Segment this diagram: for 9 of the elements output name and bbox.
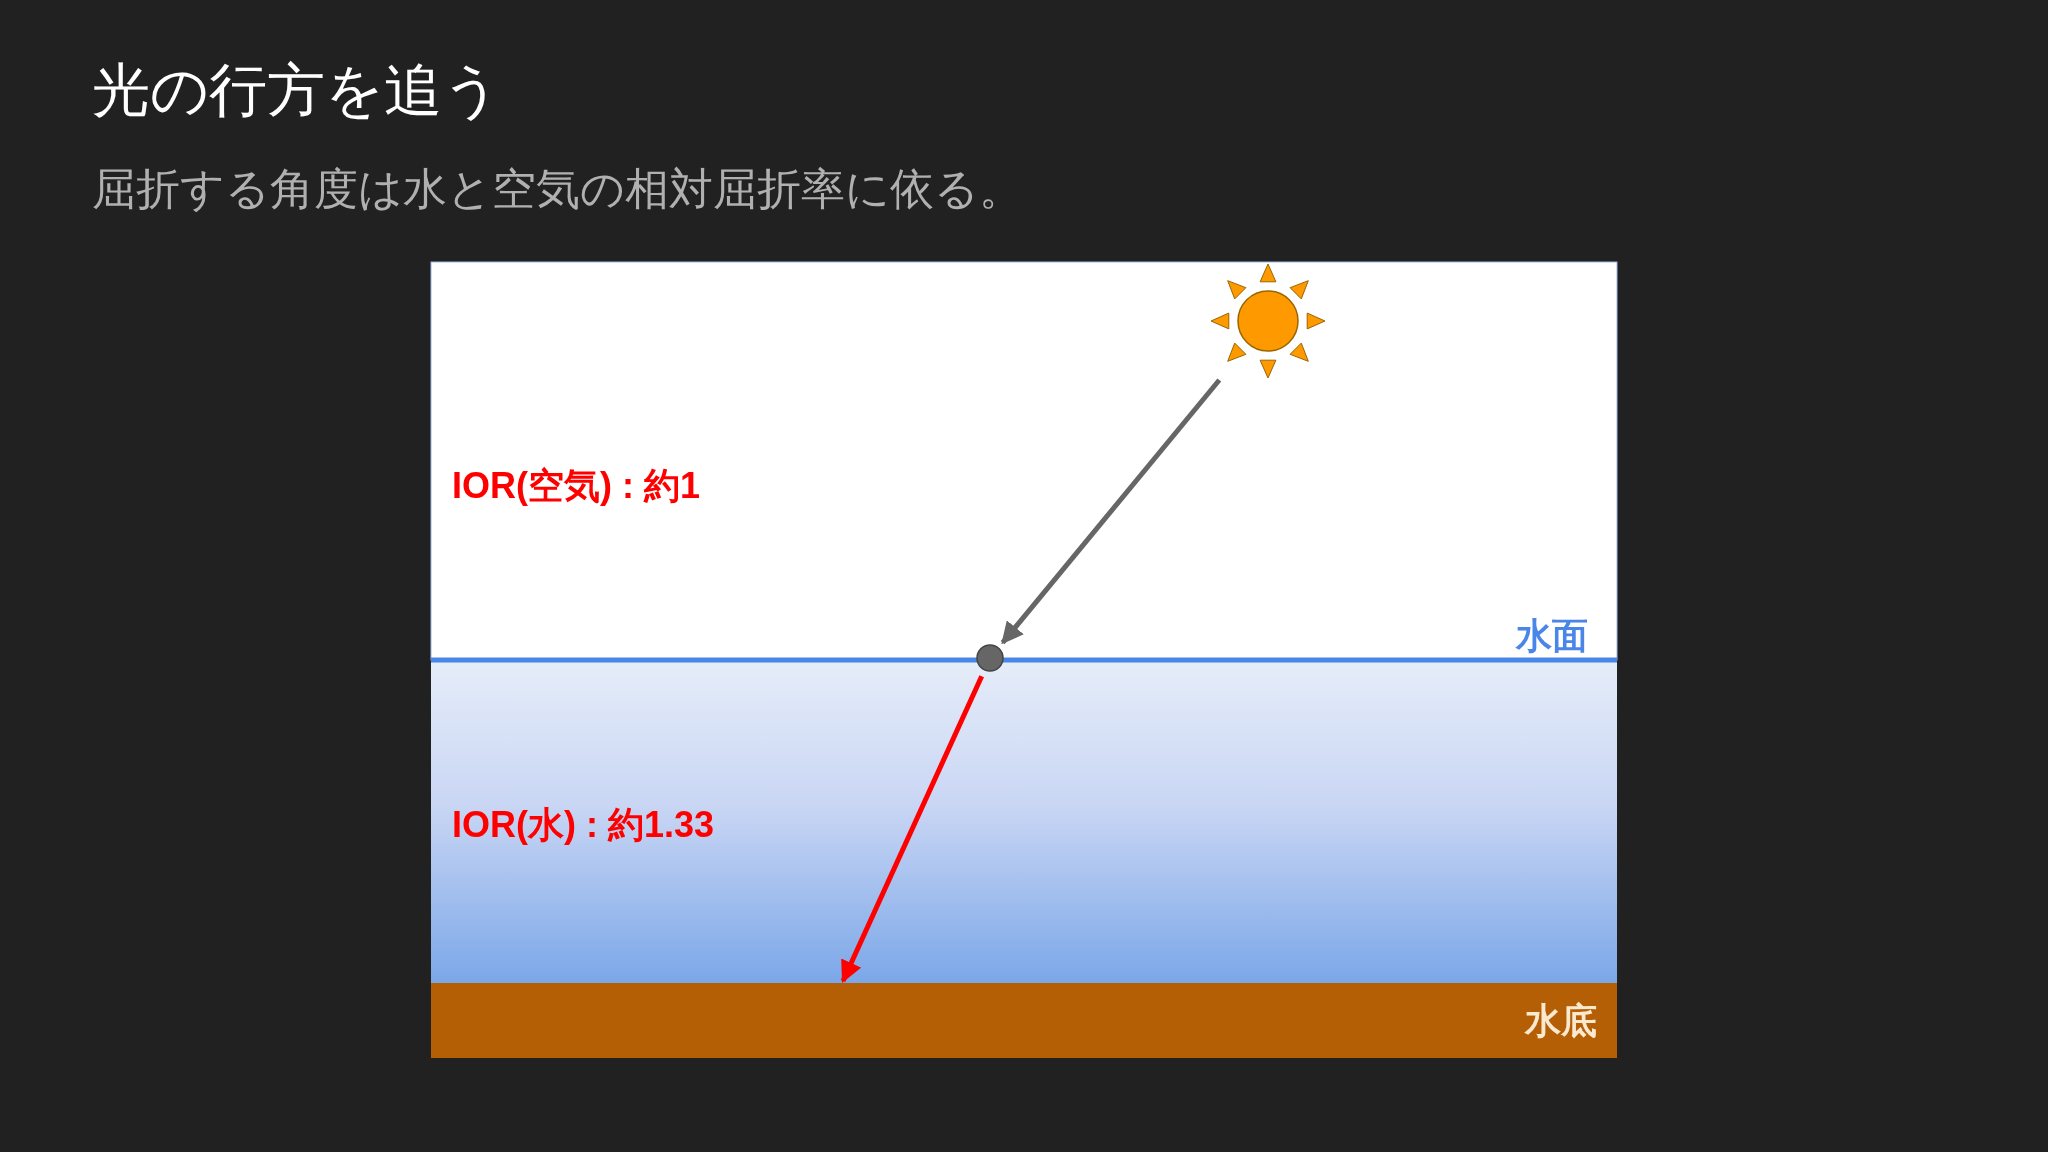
- slide-title: 光の行方を追う: [92, 55, 501, 126]
- riverbed-band: [431, 983, 1617, 1058]
- index-label: IOR(空気) : 約1: [452, 464, 700, 508]
- light-ray-arrow: [840, 675, 984, 983]
- subtitle: 屈折する角度は水と空気の相対屈折率に依る。: [92, 162, 1023, 216]
- index-label: IOR(水) : 約1.33: [452, 803, 715, 847]
- surface-label: 水面: [1516, 614, 1588, 658]
- riverbed-label: 水底: [1525, 999, 1597, 1043]
- light-ray-arrow: [1000, 378, 1222, 645]
